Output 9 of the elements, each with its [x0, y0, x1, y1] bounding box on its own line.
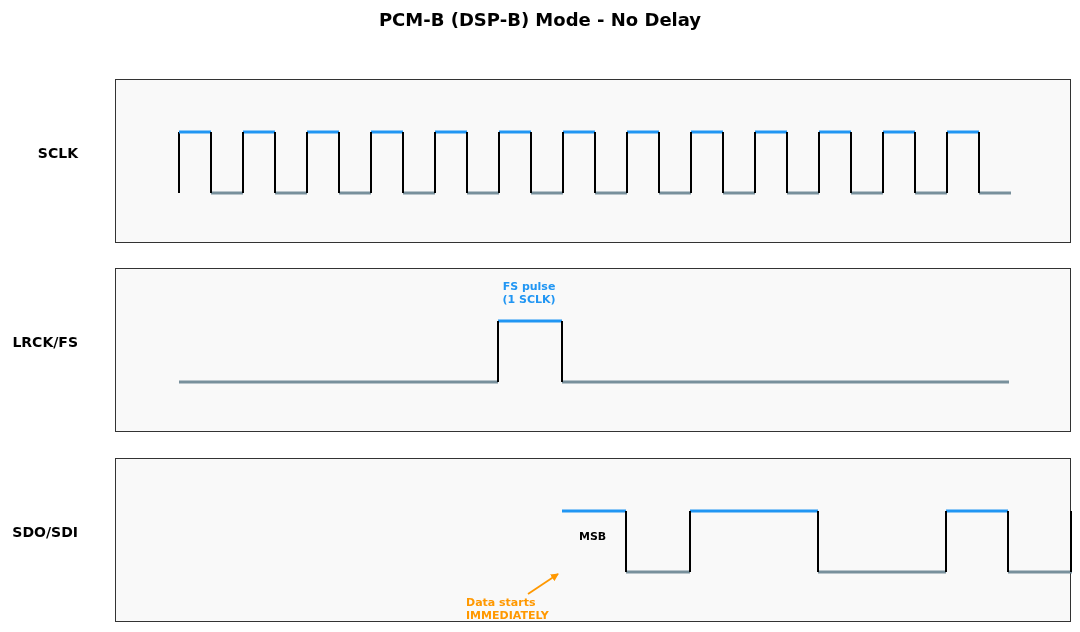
waveform — [562, 509, 1072, 574]
bit-label: MSB — [579, 529, 607, 545]
title: PCM-B (DSP-B) Mode - No Delay — [377, 8, 703, 32]
annotation-text: Data starts IMMEDIATELY — [466, 596, 566, 622]
signal-name: SCLK — [37, 144, 78, 163]
annotation-arrow — [527, 573, 559, 595]
signal-name: LRCK/FS — [12, 333, 78, 352]
signal-name: SDO/SDI — [12, 523, 78, 542]
annotation-text: FS pulse (1 SCLK) — [501, 280, 557, 306]
